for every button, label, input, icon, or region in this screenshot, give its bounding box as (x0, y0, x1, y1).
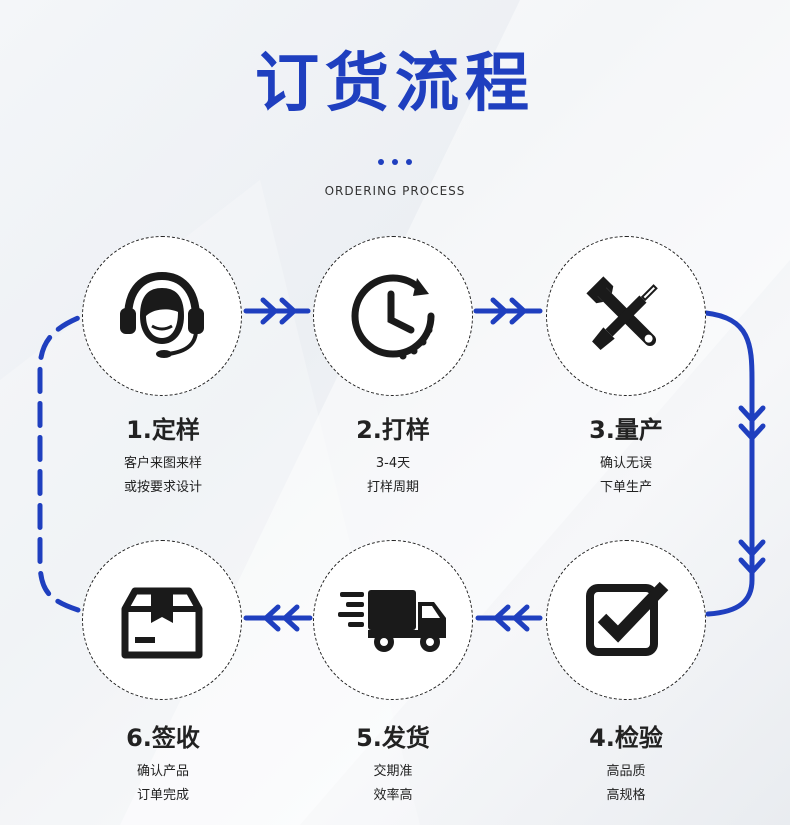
step-3-line1: 确认无误 (599, 456, 652, 471)
step-5-circle (313, 540, 473, 700)
step-3-circle (546, 236, 706, 396)
chevron-1-2a (260, 297, 278, 325)
step-2-desc: 3-4天 打样周期 (293, 452, 493, 500)
right-loop (703, 310, 755, 617)
step-4-title: 4.检验 (589, 724, 663, 752)
tools-icon (586, 276, 658, 350)
step-1-circle (82, 236, 242, 396)
clock-icon (351, 274, 435, 360)
step-2-line2: 打样周期 (366, 480, 419, 495)
chevron-5-6b (263, 604, 281, 632)
step-3-line2: 下单生产 (599, 480, 652, 495)
left-dashed-loop (37, 315, 81, 613)
title-dots (0, 150, 790, 169)
chevron-right-d (738, 557, 766, 575)
step-6-line1: 确认产品 (136, 764, 189, 779)
page-title: 订货流程 (255, 47, 535, 121)
step-4-line2: 高规格 (606, 788, 646, 803)
step-1-line2: 或按要求设计 (123, 480, 202, 495)
step-6-title: 6.签收 (126, 724, 200, 752)
step-3-desc: 确认无误 下单生产 (526, 452, 726, 500)
page-subtitle: ORDERING PROCESS (324, 184, 466, 198)
package-icon (121, 587, 203, 659)
chevron-2-3a (490, 297, 508, 325)
step-5-title: 5.发货 (356, 724, 430, 752)
step-6-desc: 确认产品 订单完成 (63, 760, 263, 808)
chevron-2-3b (509, 297, 527, 325)
chevron-4-5a (512, 604, 530, 632)
step-1-line1: 客户来图来样 (123, 456, 202, 471)
step-4-desc: 高品质 高规格 (526, 760, 726, 808)
headset-icon (120, 271, 204, 358)
truck-icon (338, 590, 446, 652)
step-5-line2: 效率高 (373, 788, 413, 803)
chevron-right-c (738, 539, 766, 557)
step-2-circle (313, 236, 473, 396)
chevron-1-2b (279, 297, 297, 325)
step-6-line2: 订单完成 (136, 788, 189, 803)
chevron-right-b (738, 423, 766, 441)
chevron-5-6a (282, 604, 300, 632)
step-4-circle (546, 540, 706, 700)
chevron-4-5b (493, 604, 511, 632)
checkbox-icon (586, 581, 669, 656)
step-1-desc: 客户来图来样 或按要求设计 (63, 452, 263, 500)
step-2-title: 2.打样 (356, 416, 430, 444)
step-3-title: 3.量产 (589, 416, 663, 444)
chevron-right-a (738, 405, 766, 423)
step-6-circle (82, 540, 242, 700)
step-4-line1: 高品质 (606, 764, 646, 779)
step-5-desc: 交期准 效率高 (293, 760, 493, 808)
step-5-line1: 交期准 (373, 764, 413, 779)
step-2-line1: 3-4天 (375, 456, 411, 471)
step-1-title: 1.定样 (126, 416, 200, 444)
